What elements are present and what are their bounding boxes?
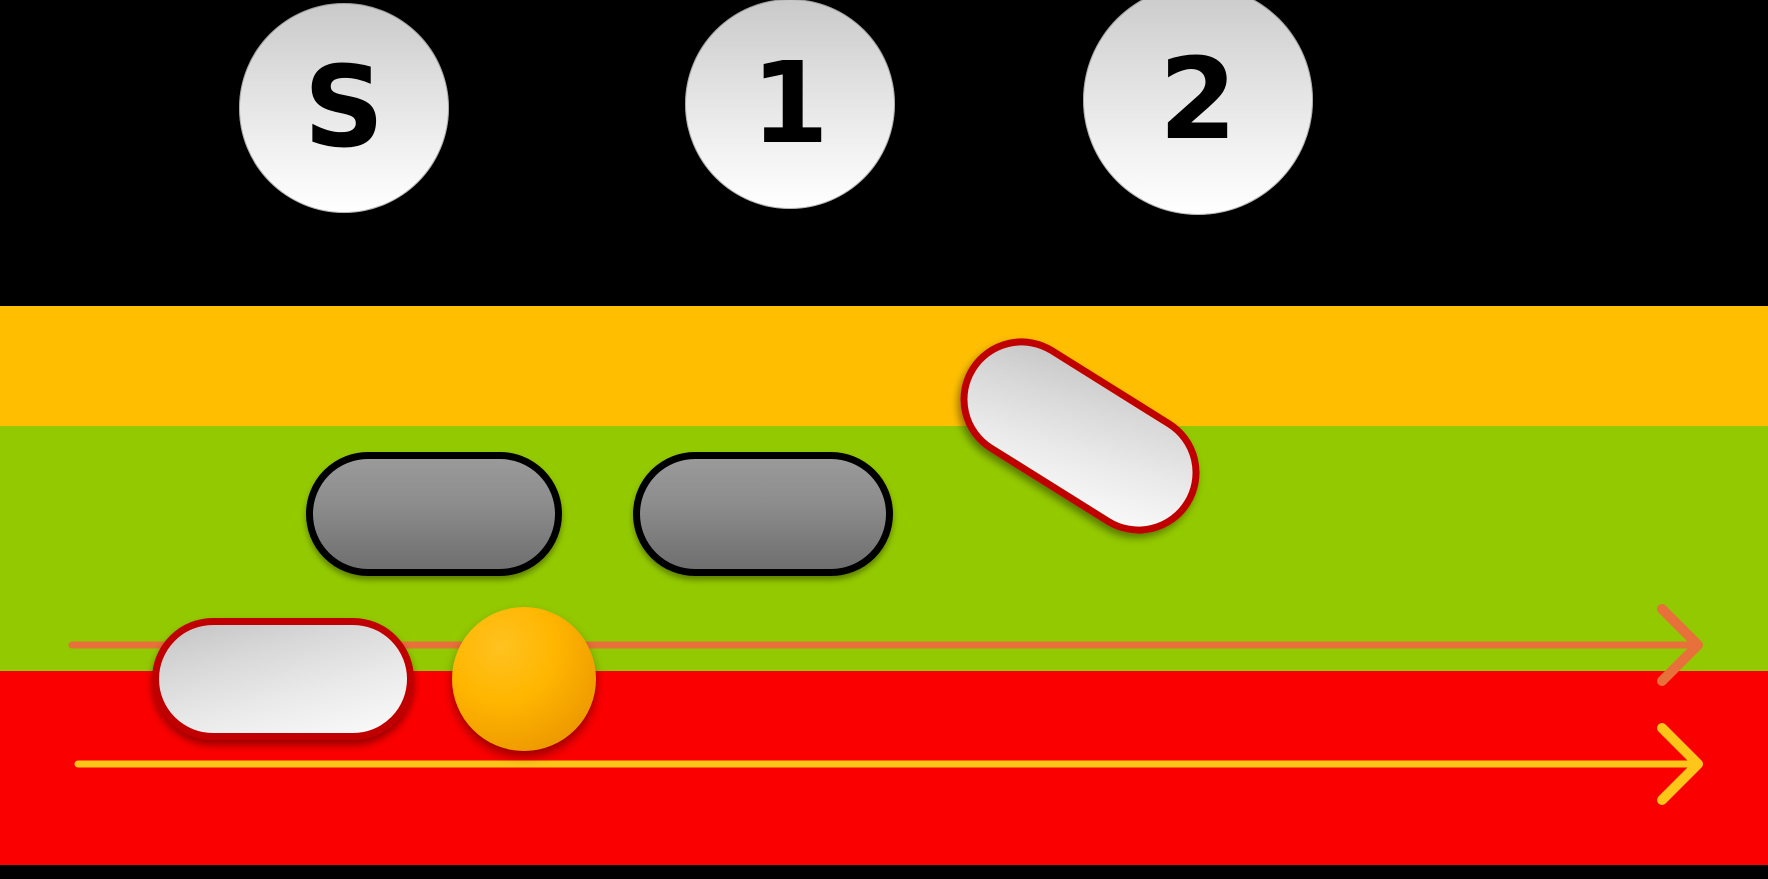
vehicle-grey-left[interactable] (306, 452, 562, 576)
band-amber-lane (0, 306, 1768, 426)
band-bottom-background (0, 865, 1768, 879)
waypoint-node-2-label: 2 (1159, 35, 1237, 165)
waypoint-node-1[interactable]: 1 (685, 0, 895, 209)
waypoint-node-s[interactable]: S (239, 3, 449, 213)
waypoint-node-2[interactable]: 2 (1083, 0, 1313, 215)
vehicle-grey-right[interactable] (633, 452, 893, 576)
waypoint-node-1-label: 1 (751, 39, 829, 169)
vehicle-light-bottom[interactable] (152, 618, 414, 740)
arrow-red-lane (74, 723, 1703, 805)
obstacle-ball-icon[interactable] (452, 607, 596, 751)
waypoint-node-s-label: S (303, 43, 385, 173)
